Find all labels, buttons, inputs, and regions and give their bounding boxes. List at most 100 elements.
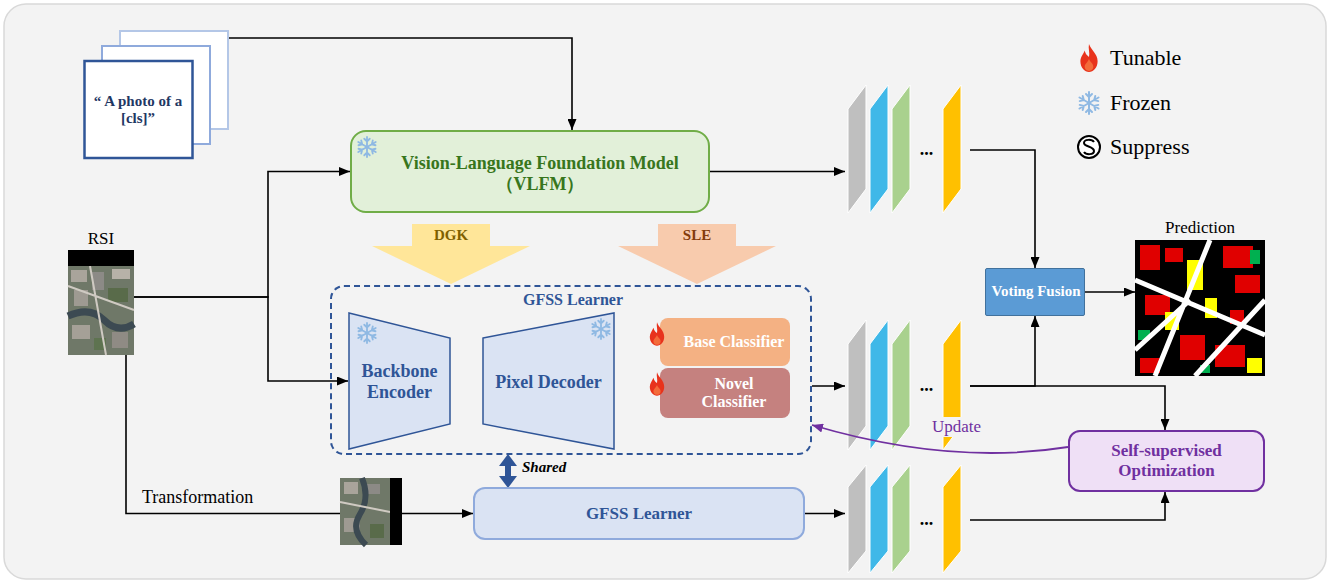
- node-label: SLE: [683, 227, 711, 244]
- legend-label: Tunable: [1110, 45, 1181, 70]
- text-area: Pixel Decoder: [488, 342, 609, 422]
- text-area: “ A photo of a [cls]”: [83, 60, 193, 160]
- text-area: SLE: [658, 224, 736, 248]
- satellite-image: [68, 250, 134, 355]
- segmentation-map: [1235, 275, 1260, 293]
- text-area: Prediction: [1135, 216, 1265, 240]
- text-area: GFSS Learner: [482, 289, 664, 311]
- transformed-image: [344, 518, 360, 532]
- satellite-image: [68, 250, 134, 355]
- connector: [812, 385, 845, 387]
- connector: [505, 466, 511, 476]
- panel: [4, 4, 1326, 579]
- feature-maps: ...: [845, 465, 970, 573]
- suppress-icon: [1084, 140, 1094, 154]
- node-label: ...: [920, 375, 934, 396]
- text-area: RSI: [58, 228, 144, 250]
- transformed-image: [340, 478, 402, 545]
- feature-slices: [870, 85, 888, 213]
- legend-label: Suppress: [1110, 134, 1189, 159]
- satellite-image: [68, 266, 134, 355]
- edge-label-holder: Transformation: [140, 487, 255, 508]
- node-label: Backbone Encoder: [351, 361, 448, 402]
- node-outline: [372, 224, 530, 284]
- feature-slices: [870, 465, 888, 573]
- decoder-block: Pixel Decoder: [482, 312, 615, 450]
- connector: [970, 492, 1165, 520]
- segmentation-map: [1247, 358, 1262, 373]
- text-area: Self-supervised Optimization: [1074, 432, 1259, 490]
- knowledge-arrow: DGK: [372, 224, 530, 284]
- legend-row: Frozen: [1110, 90, 1171, 115]
- connector: [710, 171, 845, 173]
- frozen-icon: [1078, 92, 1100, 114]
- node-outline: [349, 313, 450, 449]
- feature-slices: [943, 85, 961, 213]
- suppress-icon: [1078, 136, 1100, 158]
- text-area: Base Classifier: [682, 318, 786, 366]
- connector: [1085, 291, 1135, 293]
- node-label: RSI: [88, 229, 114, 249]
- segmentation-map: [1135, 240, 1265, 376]
- satellite-image: [71, 270, 87, 282]
- fusion-box: Voting Fusion: [985, 268, 1085, 316]
- node-outline: [85, 61, 193, 158]
- text-area: Vision-Language Foundation Model（VLFM）: [380, 136, 700, 211]
- learner-box: GFSS Learner: [473, 487, 805, 540]
- feature-slices: [892, 465, 910, 573]
- connector: [126, 355, 473, 514]
- transformed-image: [364, 484, 380, 494]
- node-label: GFSS Learner: [586, 504, 692, 524]
- node-label: ...: [920, 509, 934, 530]
- node-outline: [483, 313, 614, 449]
- learner-group: GFSS LearnerBackbone Encoder Pixel Decode…: [330, 285, 812, 455]
- segmentation-map: [1250, 250, 1260, 264]
- feature-slices: [848, 465, 866, 573]
- classifier-box: Novel Classifier: [660, 368, 790, 418]
- encoder-block: Backbone Encoder: [348, 312, 451, 450]
- feature-maps: ...: [845, 85, 970, 213]
- text-area: DGK: [412, 224, 490, 248]
- satellite-image: [68, 250, 134, 266]
- edge-label-holder: Shared: [520, 459, 568, 476]
- node-label: Pixel Decoder: [495, 372, 601, 393]
- tunable-icon: [650, 372, 664, 395]
- edge-label: Update: [930, 417, 983, 437]
- transformed-image: [356, 478, 366, 545]
- edge-label: Shared: [520, 459, 568, 476]
- node-label: Prediction: [1165, 218, 1235, 238]
- node-outline: [618, 224, 776, 284]
- node-label: Voting Fusion: [991, 283, 1080, 300]
- frozen-icon: [357, 137, 377, 157]
- connector: [134, 297, 348, 381]
- transformed-image: [370, 524, 384, 538]
- segmentation-map: [1135, 240, 1265, 376]
- suppress-icon: [1078, 136, 1100, 158]
- legend-row: Suppress: [1110, 134, 1189, 159]
- segmentation-map: [1223, 246, 1253, 268]
- legend-row: Tunable: [1110, 45, 1181, 70]
- transformed-image: [390, 478, 402, 545]
- transformed-image: [344, 482, 358, 494]
- node-label: Self-supervised Optimization: [1074, 441, 1259, 480]
- edge-label-holder: Update: [930, 417, 983, 437]
- text-area: ...: [913, 465, 940, 573]
- segmentation-map: [1180, 335, 1205, 360]
- text-area: Backbone Encoder: [351, 342, 448, 422]
- node-label: Base Classifier: [684, 333, 785, 351]
- segmentation-map: [1135, 240, 1265, 376]
- connector: [970, 316, 1035, 386]
- text-area: GFSS Learner: [475, 489, 803, 538]
- transformed-image: [340, 478, 402, 545]
- node-label: GFSS Learner: [523, 291, 623, 309]
- optimization-box: Self-supervised Optimization: [1068, 430, 1265, 492]
- node-label: Novel Classifier: [682, 375, 786, 412]
- frozen-icon: [357, 323, 377, 343]
- transformed-image: [340, 502, 390, 512]
- feature-slices: [848, 85, 961, 573]
- feature-slices: [892, 85, 910, 213]
- feature-slices: [848, 85, 866, 213]
- feature-slices: [870, 320, 888, 450]
- tunable-icon: [1080, 44, 1097, 72]
